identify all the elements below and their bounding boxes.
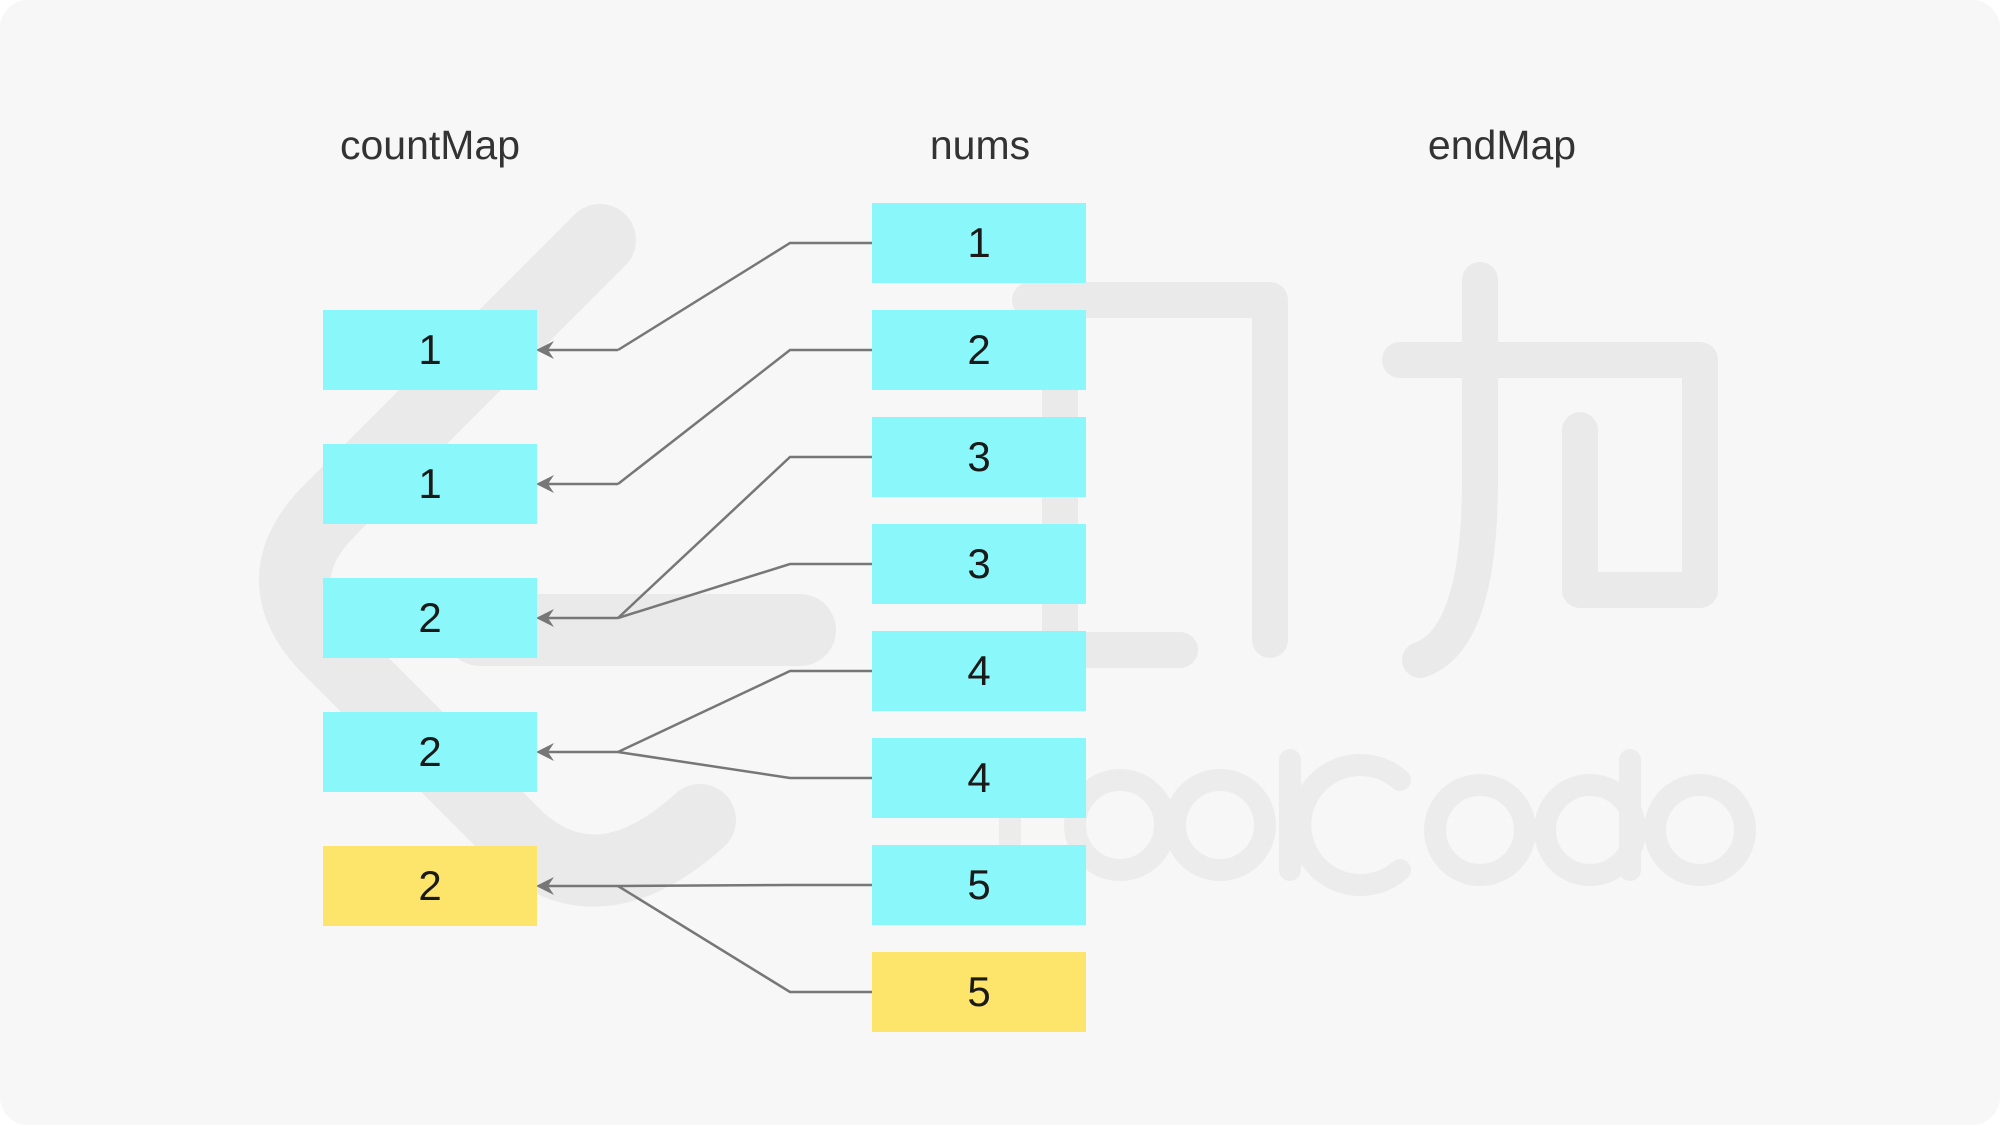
nums-cell: 4 [872, 631, 1086, 711]
nums-cell: 2 [872, 310, 1086, 390]
countmap-title: countMap [339, 122, 521, 168]
nums-cell: 1 [872, 203, 1086, 283]
nums-title: nums [929, 122, 1031, 168]
edge-line [617, 562, 872, 620]
edge-line [617, 883, 872, 888]
nums-cell: 4 [872, 738, 1086, 818]
nums-cell: 5 [872, 845, 1086, 925]
edge-line [617, 348, 872, 485]
nums-cell: 5 [872, 952, 1086, 1032]
countmap-cell: 2 [323, 846, 537, 926]
edge-group [536, 241, 872, 994]
edge-line [617, 884, 872, 994]
edge-line [617, 750, 872, 780]
edge-line [617, 241, 872, 352]
endmap-title: endMap [1427, 122, 1577, 168]
countmap-cell: 2 [323, 712, 537, 792]
countmap-cell: 1 [323, 444, 537, 524]
edge-line [617, 455, 872, 619]
countmap-cell: 1 [323, 310, 537, 390]
countmap-cell: 2 [323, 578, 537, 658]
edge-line [617, 669, 872, 754]
nums-cell: 3 [872, 417, 1086, 497]
nums-cell: 3 [872, 524, 1086, 604]
